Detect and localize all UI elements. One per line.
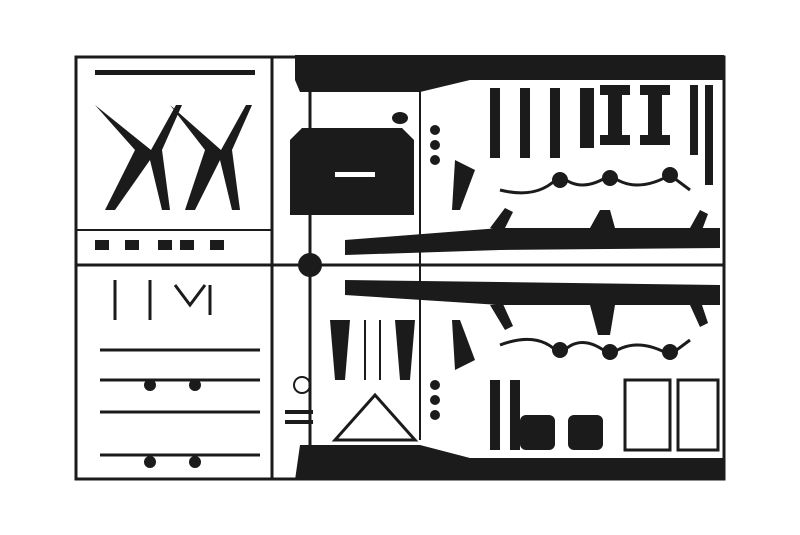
- chassis-top-bar: [295, 55, 724, 92]
- small-parts-left: [95, 240, 224, 320]
- chassis-rail-upper: [345, 208, 720, 255]
- chassis-rail-lower: [345, 280, 720, 335]
- sprue-gate-hub: [298, 253, 322, 277]
- suspension-arms-bottom: [499, 337, 691, 360]
- triangle-bracket: [330, 320, 419, 442]
- small-parts-middle: [392, 112, 475, 420]
- cross-members-bottom: [490, 378, 720, 452]
- suspension-arms-top: [499, 167, 691, 195]
- cross-members-top: [490, 85, 713, 185]
- cover-panel: [290, 128, 414, 215]
- x-shaped-parts: [95, 70, 255, 210]
- axle-parts: [100, 348, 313, 468]
- chassis-bottom-bar: [295, 445, 724, 480]
